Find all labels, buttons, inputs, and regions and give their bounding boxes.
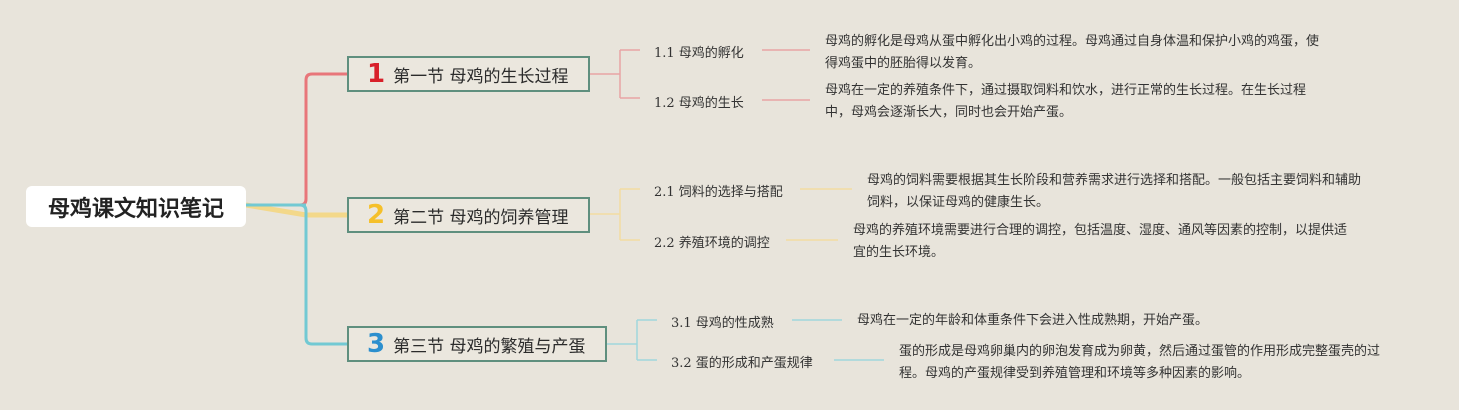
topic-2-1-desc: 母鸡的饲料需要根据其生长阶段和营养需求进行选择和搭配。一般包括主要饲料和辅助饲料… (867, 173, 1362, 210)
topic-1-2[interactable]: 1.2 母鸡的生长 (654, 92, 744, 111)
link-s3-fork (607, 319, 657, 361)
root-title: 母鸡课文知识笔记 (47, 196, 224, 222)
topic-3-2[interactable]: 3.2 蛋的形成和产蛋规律 (671, 352, 813, 371)
root-node[interactable]: 母鸡课文知识笔记 (26, 186, 246, 227)
link-s2-fork (590, 188, 640, 241)
topic-3-1[interactable]: 3.1 母鸡的性成熟 (671, 312, 774, 331)
section-1-number: 1 (367, 59, 386, 89)
section-2-number: 2 (367, 200, 386, 230)
section-2-title: 第二节 母鸡的饲养管理 (393, 207, 569, 228)
topic-3-1-desc: 母鸡在一定的年龄和体重条件下会进入性成熟期，开始产蛋。 (857, 313, 1209, 328)
topic-3-2-title: 3.2 蛋的形成和产蛋规律 (671, 356, 813, 371)
link-root-s1 (246, 72, 347, 207)
topic-1-2-title: 1.2 母鸡的生长 (654, 96, 744, 111)
link-root-s3 (246, 203, 347, 346)
section-3-title: 第三节 母鸡的繁殖与产蛋 (393, 336, 586, 357)
section-3-node[interactable]: 3 第三节 母鸡的繁殖与产蛋 (347, 326, 607, 362)
topic-2-2[interactable]: 2.2 养殖环境的调控 (654, 232, 770, 251)
section-1-title: 第一节 母鸡的生长过程 (393, 66, 569, 87)
topic-2-2-title: 2.2 养殖环境的调控 (654, 236, 770, 251)
section-1-node[interactable]: 1 第一节 母鸡的生长过程 (347, 56, 590, 92)
topic-2-1[interactable]: 2.1 饲料的选择与搭配 (654, 181, 783, 200)
link-s1-fork (590, 49, 640, 99)
section-3-number: 3 (367, 329, 386, 359)
topic-1-2-desc: 母鸡在一定的养殖条件下，通过摄取饲料和饮水，进行正常的生长过程。在生长过程中，母… (825, 83, 1307, 120)
topic-3-1-title: 3.1 母鸡的性成熟 (671, 316, 774, 331)
topic-2-2-desc: 母鸡的养殖环境需要进行合理的调控，包括温度、湿度、通风等因素的控制，以提供适宜的… (853, 223, 1348, 260)
topic-3-2-desc: 蛋的形成是母鸡卵巢内的卵泡发育成为卵黄，然后通过蛋管的作用形成完整蛋壳的过程。母… (899, 344, 1381, 381)
section-2-node[interactable]: 2 第二节 母鸡的饲养管理 (347, 197, 590, 233)
topic-1-1-desc: 母鸡的孵化是母鸡从蛋中孵化出小鸡的过程。母鸡通过自身体温和保护小鸡的鸡蛋，使得鸡… (825, 34, 1320, 71)
topic-1-1-title: 1.1 母鸡的孵化 (654, 46, 744, 61)
topic-2-1-title: 2.1 饲料的选择与搭配 (654, 185, 783, 200)
topic-1-1[interactable]: 1.1 母鸡的孵化 (654, 42, 744, 61)
